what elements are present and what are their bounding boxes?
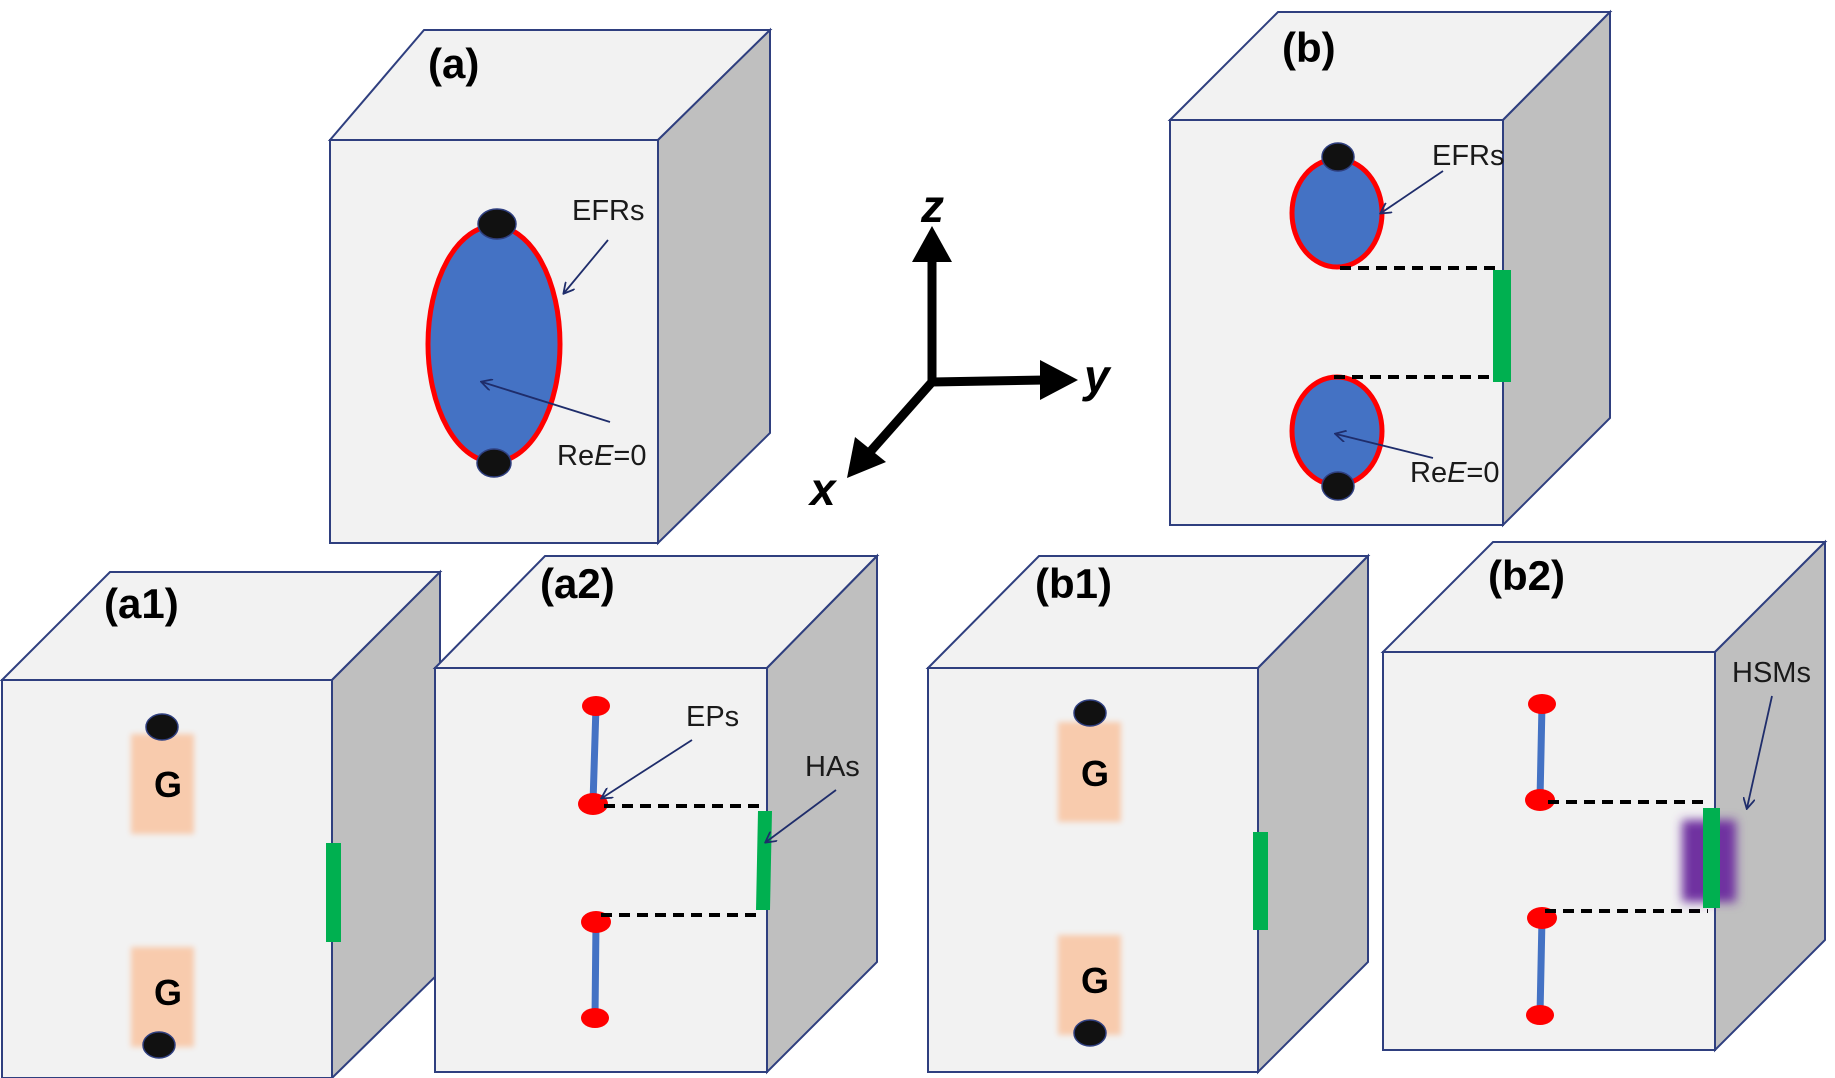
ep-label: EPs: [686, 701, 739, 733]
gain-label: G: [154, 972, 182, 1013]
panel-a2: (a2) EPs HAs: [432, 553, 880, 1075]
x-arrowhead: [847, 437, 886, 478]
panel-b-label: (b): [1282, 24, 1336, 71]
panel-a1: (a1) G G: [0, 569, 443, 1078]
panel-b2-label: (b2): [1488, 552, 1565, 599]
panel-a2-label: (a2): [540, 560, 615, 607]
ep-line-segment: [589, 702, 600, 807]
exceptional-point: [477, 208, 517, 240]
hinge-arc-green: [1493, 270, 1511, 382]
efr-pointer-arrow: [564, 239, 609, 293]
hinge-arc-green: [326, 843, 341, 942]
exceptional-point: [145, 713, 179, 741]
efr-label: EFRs: [1432, 140, 1505, 172]
ree-pointer-arrow: [482, 382, 611, 423]
y-arrowhead: [1040, 360, 1078, 400]
efr-ellipse-upper: [1289, 156, 1385, 270]
hinge-arc-green: [756, 811, 772, 910]
panel-a: (a) EFRs ReE=0: [327, 27, 773, 546]
panel-a-label: (a): [428, 40, 479, 87]
hinge-arc-green: [1253, 832, 1268, 930]
z-arrowhead: [912, 226, 952, 262]
cube-b1-front-face: [927, 667, 1259, 1073]
exceptional-point: [582, 696, 610, 716]
exceptional-point: [142, 1031, 176, 1059]
exceptional-point: [1321, 471, 1355, 501]
exceptional-point: [476, 448, 512, 478]
gain-label: G: [1081, 753, 1109, 794]
y-axis: [931, 375, 1046, 387]
ep-line-segment: [591, 918, 600, 1022]
exceptional-point: [1525, 789, 1555, 811]
panel-b1-label: (b1): [1035, 560, 1112, 607]
x-axis-label: x: [807, 463, 838, 515]
exceptional-point: [1528, 694, 1556, 714]
cube-a2-front-face: [434, 667, 768, 1073]
efr-ellipse-lower: [1289, 374, 1385, 488]
cube-a1-front-face: [1, 679, 333, 1078]
exceptional-point: [1073, 699, 1107, 727]
ha-label: HAs: [805, 751, 860, 783]
cube-b2-front-face: [1382, 651, 1716, 1051]
hsm-pointer-arrow: [1747, 695, 1773, 808]
panel-b2: (b2) HSMs: [1380, 539, 1828, 1053]
exceptional-point: [1526, 1005, 1554, 1025]
ha-pointer-arrow: [766, 789, 837, 842]
efr-ellipse: [425, 223, 563, 465]
cube-b-front-face: [1169, 119, 1504, 526]
gain-region: [131, 734, 194, 834]
ree-label: ReE=0: [1410, 457, 1500, 489]
ree-pointer-arrow: [1336, 434, 1434, 459]
y-axis-label: y: [1082, 350, 1112, 402]
hinge-arc-green: [1703, 808, 1720, 908]
gain-label: G: [1081, 960, 1109, 1001]
gain-region: [1058, 722, 1121, 822]
efr-pointer-arrow: [1381, 170, 1444, 213]
gain-region: [131, 947, 194, 1047]
ep-line-segment: [1536, 914, 1546, 1019]
gain-label: G: [154, 764, 182, 805]
ree-label: ReE=0: [557, 440, 647, 472]
ep-pointer-arrow: [602, 739, 693, 798]
gain-region: [1058, 935, 1121, 1035]
exceptional-point: [581, 1008, 609, 1028]
exceptional-point: [1321, 142, 1355, 172]
ep-line-segment: [1536, 700, 1546, 804]
z-axis-label: z: [920, 180, 944, 232]
panel-b: (b) EFRs ReE=0: [1167, 9, 1613, 528]
efr-label: EFRs: [572, 195, 645, 227]
panel-a1-label: (a1): [104, 580, 179, 627]
coordinate-axes: z y x: [807, 180, 1112, 515]
x-axis: [866, 379, 936, 455]
panel-b1: (b1) G G: [925, 553, 1371, 1075]
exceptional-point: [1073, 1019, 1107, 1047]
hsm-label: HSMs: [1732, 657, 1811, 689]
